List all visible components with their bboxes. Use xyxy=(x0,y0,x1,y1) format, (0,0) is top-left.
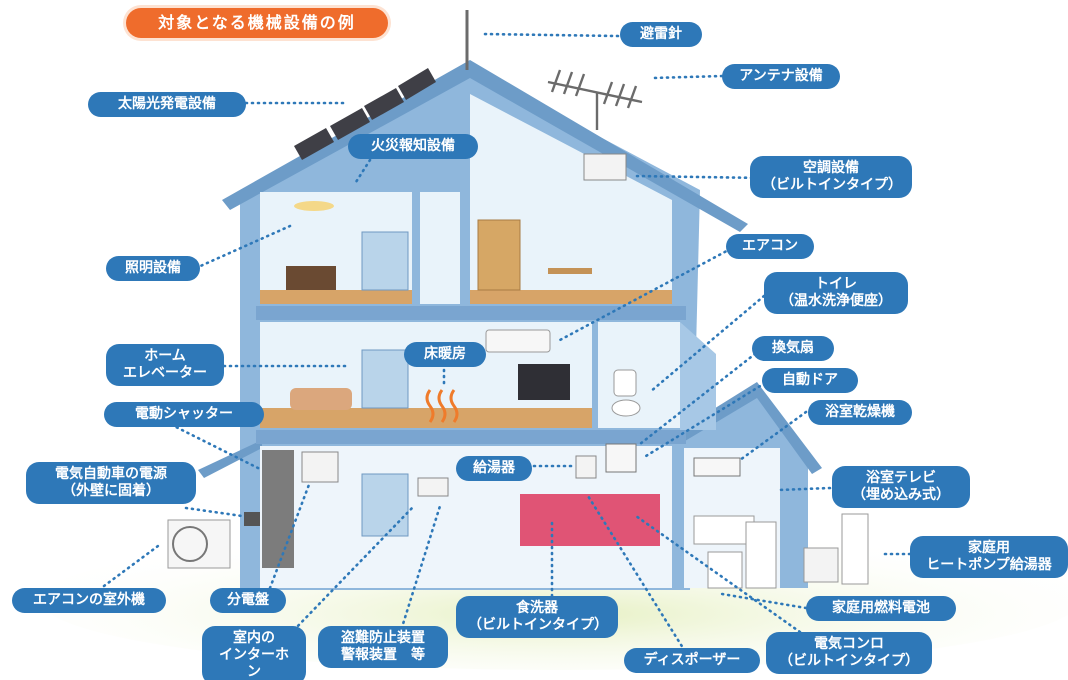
dresser xyxy=(286,266,336,290)
label-heat-pump: 家庭用 ヒートポンプ給湯器 xyxy=(910,536,1068,578)
label-intercom: 室内の インターホン xyxy=(202,626,306,680)
label-lighting: 照明設備 xyxy=(106,256,200,281)
bathtub xyxy=(693,515,755,545)
label-security: 盗難防止装置 警報装置 等 xyxy=(318,626,448,668)
television xyxy=(518,364,570,400)
toilet xyxy=(611,399,641,417)
label-fuel-cell: 家庭用燃料電池 xyxy=(806,596,956,621)
vent-fan xyxy=(605,443,637,473)
elevator-upper xyxy=(361,231,409,291)
elevator-lower xyxy=(361,473,409,537)
bookshelf xyxy=(477,219,521,291)
label-ventilation-fan: 換気扇 xyxy=(752,336,834,361)
label-solar: 太陽光発電設備 xyxy=(88,92,246,117)
roof xyxy=(222,60,748,232)
attic-closet xyxy=(420,192,460,304)
ceiling-aircon xyxy=(583,153,627,181)
label-ev-power: 電気自動車の電源 （外壁に固着） xyxy=(26,462,196,504)
label-toilet: トイレ （温水洗浄便座） xyxy=(764,272,908,314)
floor-heating-waves xyxy=(425,389,459,423)
lower-eave-left xyxy=(198,440,262,478)
living-room-floor xyxy=(260,408,592,428)
ceiling-light xyxy=(294,201,334,211)
toilet-tank xyxy=(613,369,637,397)
label-auto-door: 自動ドア xyxy=(762,368,858,393)
label-dishwasher: 食洗器 （ビルトインタイプ） xyxy=(456,596,618,638)
label-lightning-rod: 避雷針 xyxy=(620,22,702,47)
kitchen-counter xyxy=(520,494,660,546)
label-electric-stove: 電気コンロ （ビルトインタイプ） xyxy=(766,632,932,674)
ac-outdoor-fan xyxy=(172,526,208,562)
water-heater-panel xyxy=(575,455,597,479)
label-antenna: アンテナ設備 xyxy=(722,64,840,89)
floor-slab-2 xyxy=(256,306,686,320)
label-air-conditioner: エアコン xyxy=(726,234,814,259)
label-aircon-builtin: 空調設備 （ビルトインタイプ） xyxy=(750,156,912,198)
antenna xyxy=(547,69,643,130)
distribution-board xyxy=(301,451,339,483)
label-disposer: ディスポーザー xyxy=(624,648,760,673)
sofa xyxy=(290,388,352,410)
attic-room-right-floor xyxy=(470,290,672,304)
solar-panels xyxy=(294,68,436,160)
wall-aircon xyxy=(485,329,551,353)
attic-room-left-floor xyxy=(260,290,412,304)
label-bath-tv: 浴室テレビ （埋め込み式） xyxy=(832,466,970,508)
label-home-elevator: ホーム エレベーター xyxy=(106,344,224,386)
fuel-cell-unit-2 xyxy=(745,521,777,589)
bath-dryer xyxy=(693,457,741,477)
side-wall xyxy=(680,322,716,430)
label-water-heater: 給湯器 xyxy=(456,456,532,481)
annex-roof xyxy=(680,382,822,474)
heat-pump-unit xyxy=(803,547,839,583)
ev-socket xyxy=(244,512,260,526)
shutter xyxy=(262,450,294,568)
label-floor-heating: 床暖房 xyxy=(404,342,486,367)
diagram-title: 対象となる機械設備の例 xyxy=(126,8,388,38)
label-electric-shutter: 電動シャッター xyxy=(104,402,264,427)
intercom-panel xyxy=(417,477,449,497)
label-fire-alarm: 火災報知設備 xyxy=(348,134,478,159)
label-bath-dryer: 浴室乾燥機 xyxy=(808,400,912,425)
floor-slab-1 xyxy=(256,430,686,444)
label-ac-outdoor: エアコンの室外機 xyxy=(12,588,166,613)
ac-outdoor-unit xyxy=(167,519,231,569)
fuel-cell-unit xyxy=(707,551,743,589)
toilet-room xyxy=(598,322,680,428)
label-distribution-board: 分電盤 xyxy=(210,588,286,613)
elevator-middle xyxy=(361,349,409,409)
heat-pump-tank xyxy=(841,513,869,585)
desk xyxy=(548,268,592,274)
leader-lines xyxy=(102,32,912,658)
